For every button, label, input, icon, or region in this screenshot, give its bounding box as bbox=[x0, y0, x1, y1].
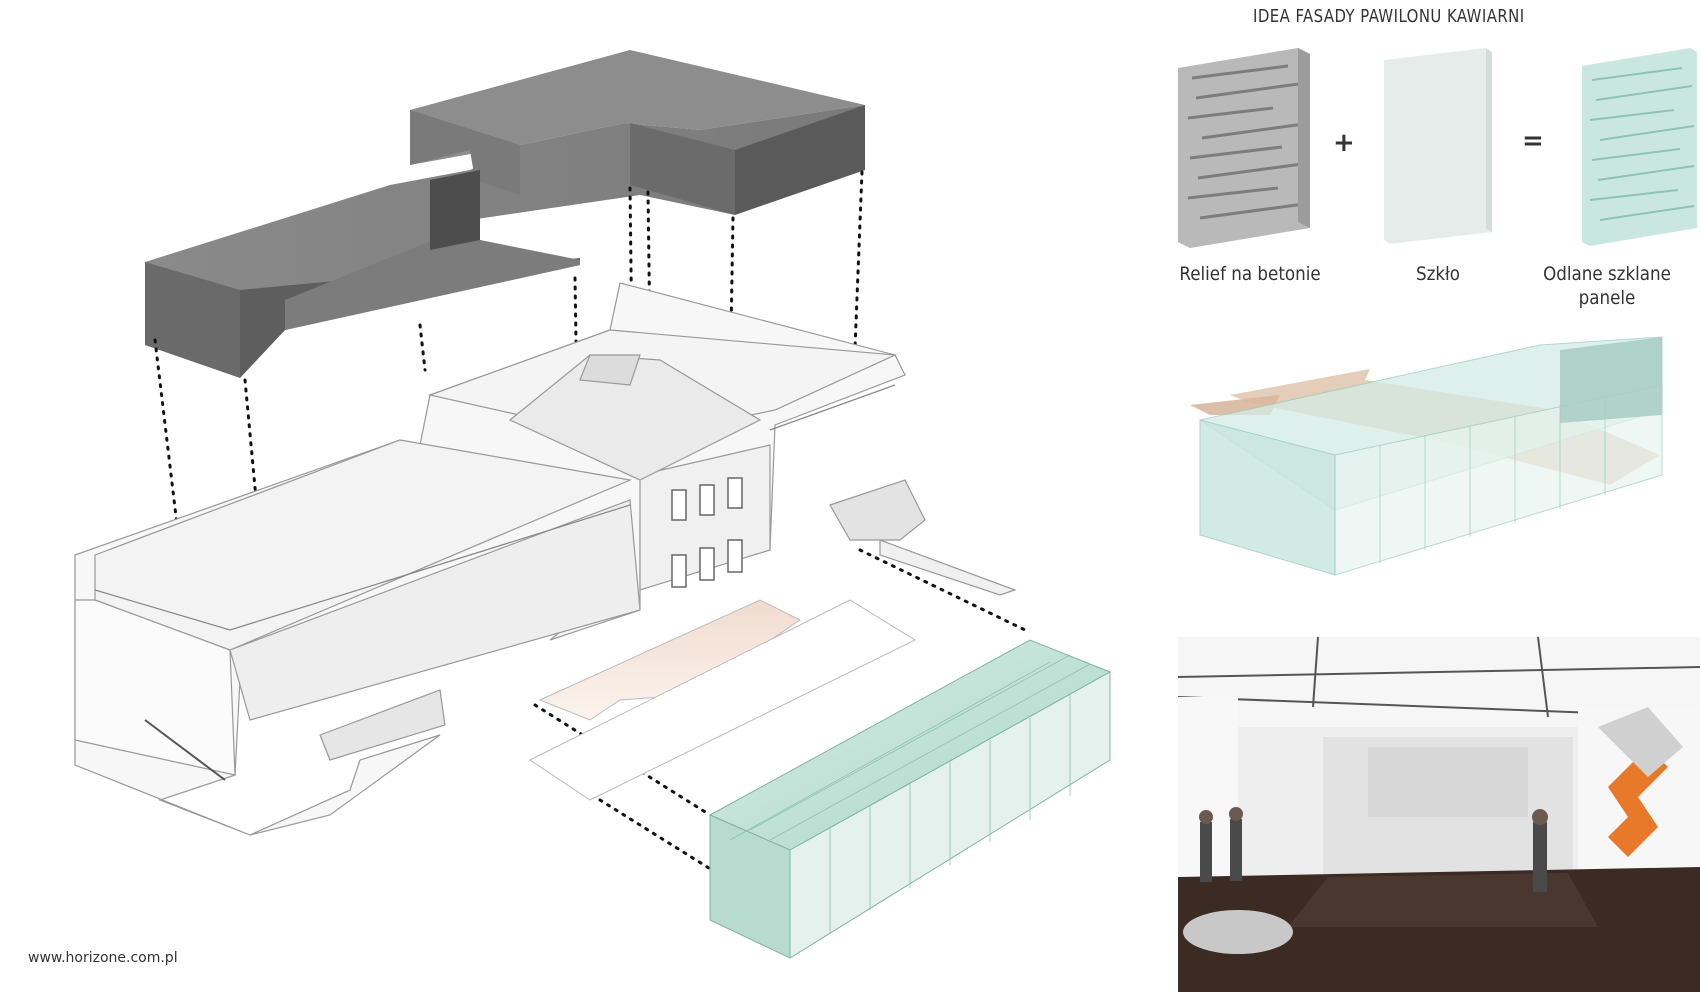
glass-panel bbox=[1384, 48, 1492, 244]
floating-extension-volume bbox=[145, 50, 865, 378]
website-credit: www.horizone.com.pl bbox=[28, 950, 178, 966]
cast-glass-panel bbox=[1582, 48, 1697, 246]
concrete-relief-panel bbox=[1178, 48, 1310, 248]
concrete-relief-label: Relief na betonie bbox=[1179, 263, 1321, 285]
plus-operator: + bbox=[1333, 128, 1355, 158]
glass-label: Szkło bbox=[1415, 263, 1461, 285]
glass-cafe-pavilion bbox=[708, 639, 1112, 959]
courtyard-pit bbox=[529, 599, 917, 801]
exploded-axonometric-diagram bbox=[74, 50, 1112, 959]
existing-building bbox=[74, 282, 1017, 836]
equals-operator: = bbox=[1522, 126, 1544, 156]
cast-glass-panels-label: Odlane szklane panele bbox=[1543, 263, 1671, 309]
facade-idea-heading: IDEA FASADY PAWILONU KAWIARNI bbox=[1253, 6, 1525, 27]
gallery-interior-rendering bbox=[1178, 637, 1700, 992]
pavilion-concept-diagram bbox=[1190, 336, 1663, 576]
